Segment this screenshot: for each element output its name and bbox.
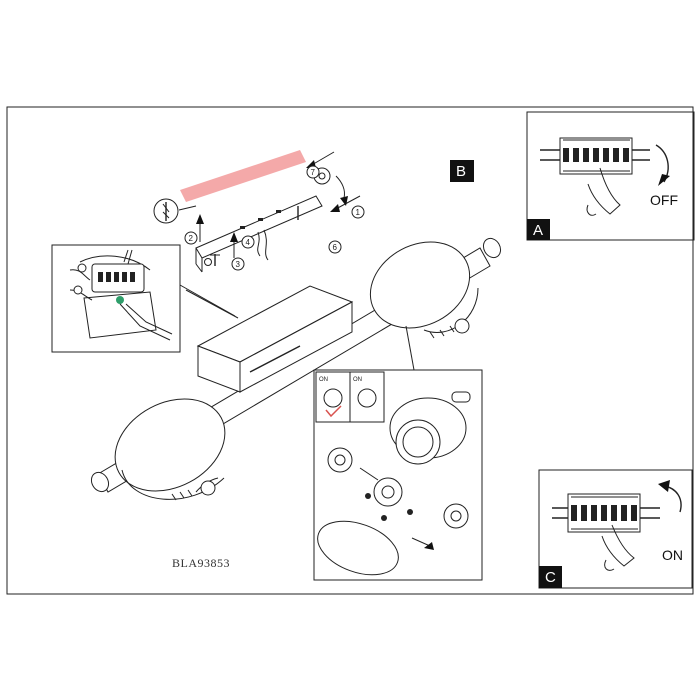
wire: [263, 229, 269, 261]
panel-c-badge: [539, 566, 562, 588]
panel-c-label: C: [545, 569, 556, 586]
wire: [257, 231, 261, 257]
step-6: 6: [333, 243, 338, 252]
panel-a-badge: [527, 219, 550, 240]
bulb-option-1-label: ON: [319, 377, 328, 383]
terminal-block-a: [540, 137, 650, 175]
mounting-bracket: [195, 195, 323, 259]
arrow-icon: [196, 214, 204, 224]
step-4: 4: [246, 238, 251, 247]
gear-icon: [327, 447, 353, 473]
bulb-option-2: [349, 371, 385, 423]
cover-lens: [317, 520, 399, 576]
outer-frame: [6, 106, 694, 595]
arrow-icon: [424, 542, 434, 550]
check-icon: [325, 405, 342, 418]
arrow-icon: [230, 232, 238, 242]
bulb-option-2-label: ON: [353, 377, 362, 383]
wiring-inset: [51, 244, 236, 353]
panel-a-label: A: [533, 222, 543, 239]
panel-a-frame: [526, 111, 695, 241]
terminal-block-c: [552, 493, 660, 533]
panel-c-frame: [538, 469, 693, 589]
gear-icon: [443, 503, 469, 529]
step-7: 7: [311, 168, 316, 177]
panel-b-badge: [450, 160, 474, 182]
mounting-bracket-group: [153, 150, 361, 273]
spotlight-left: [114, 398, 226, 501]
green-screw-icon: [116, 296, 124, 304]
wall-highlight-strip: [180, 150, 306, 202]
panel-b-label: B: [456, 163, 466, 180]
bulb-detail-panel: ON ON: [313, 369, 483, 581]
model-code: BLA93853: [172, 556, 230, 570]
state-label-on: ON: [662, 547, 683, 563]
panel-a: OFF A: [526, 111, 695, 241]
hand-icon: [601, 524, 635, 567]
step-2: 2: [189, 234, 194, 243]
step-1: 1: [356, 208, 361, 217]
panel-c: ON C: [538, 469, 693, 589]
spotlight-right: [369, 241, 479, 339]
gear-icon: [373, 477, 403, 507]
step-3: 3: [236, 260, 241, 269]
state-label-off: OFF: [650, 192, 678, 208]
hand-icon: [587, 167, 621, 215]
